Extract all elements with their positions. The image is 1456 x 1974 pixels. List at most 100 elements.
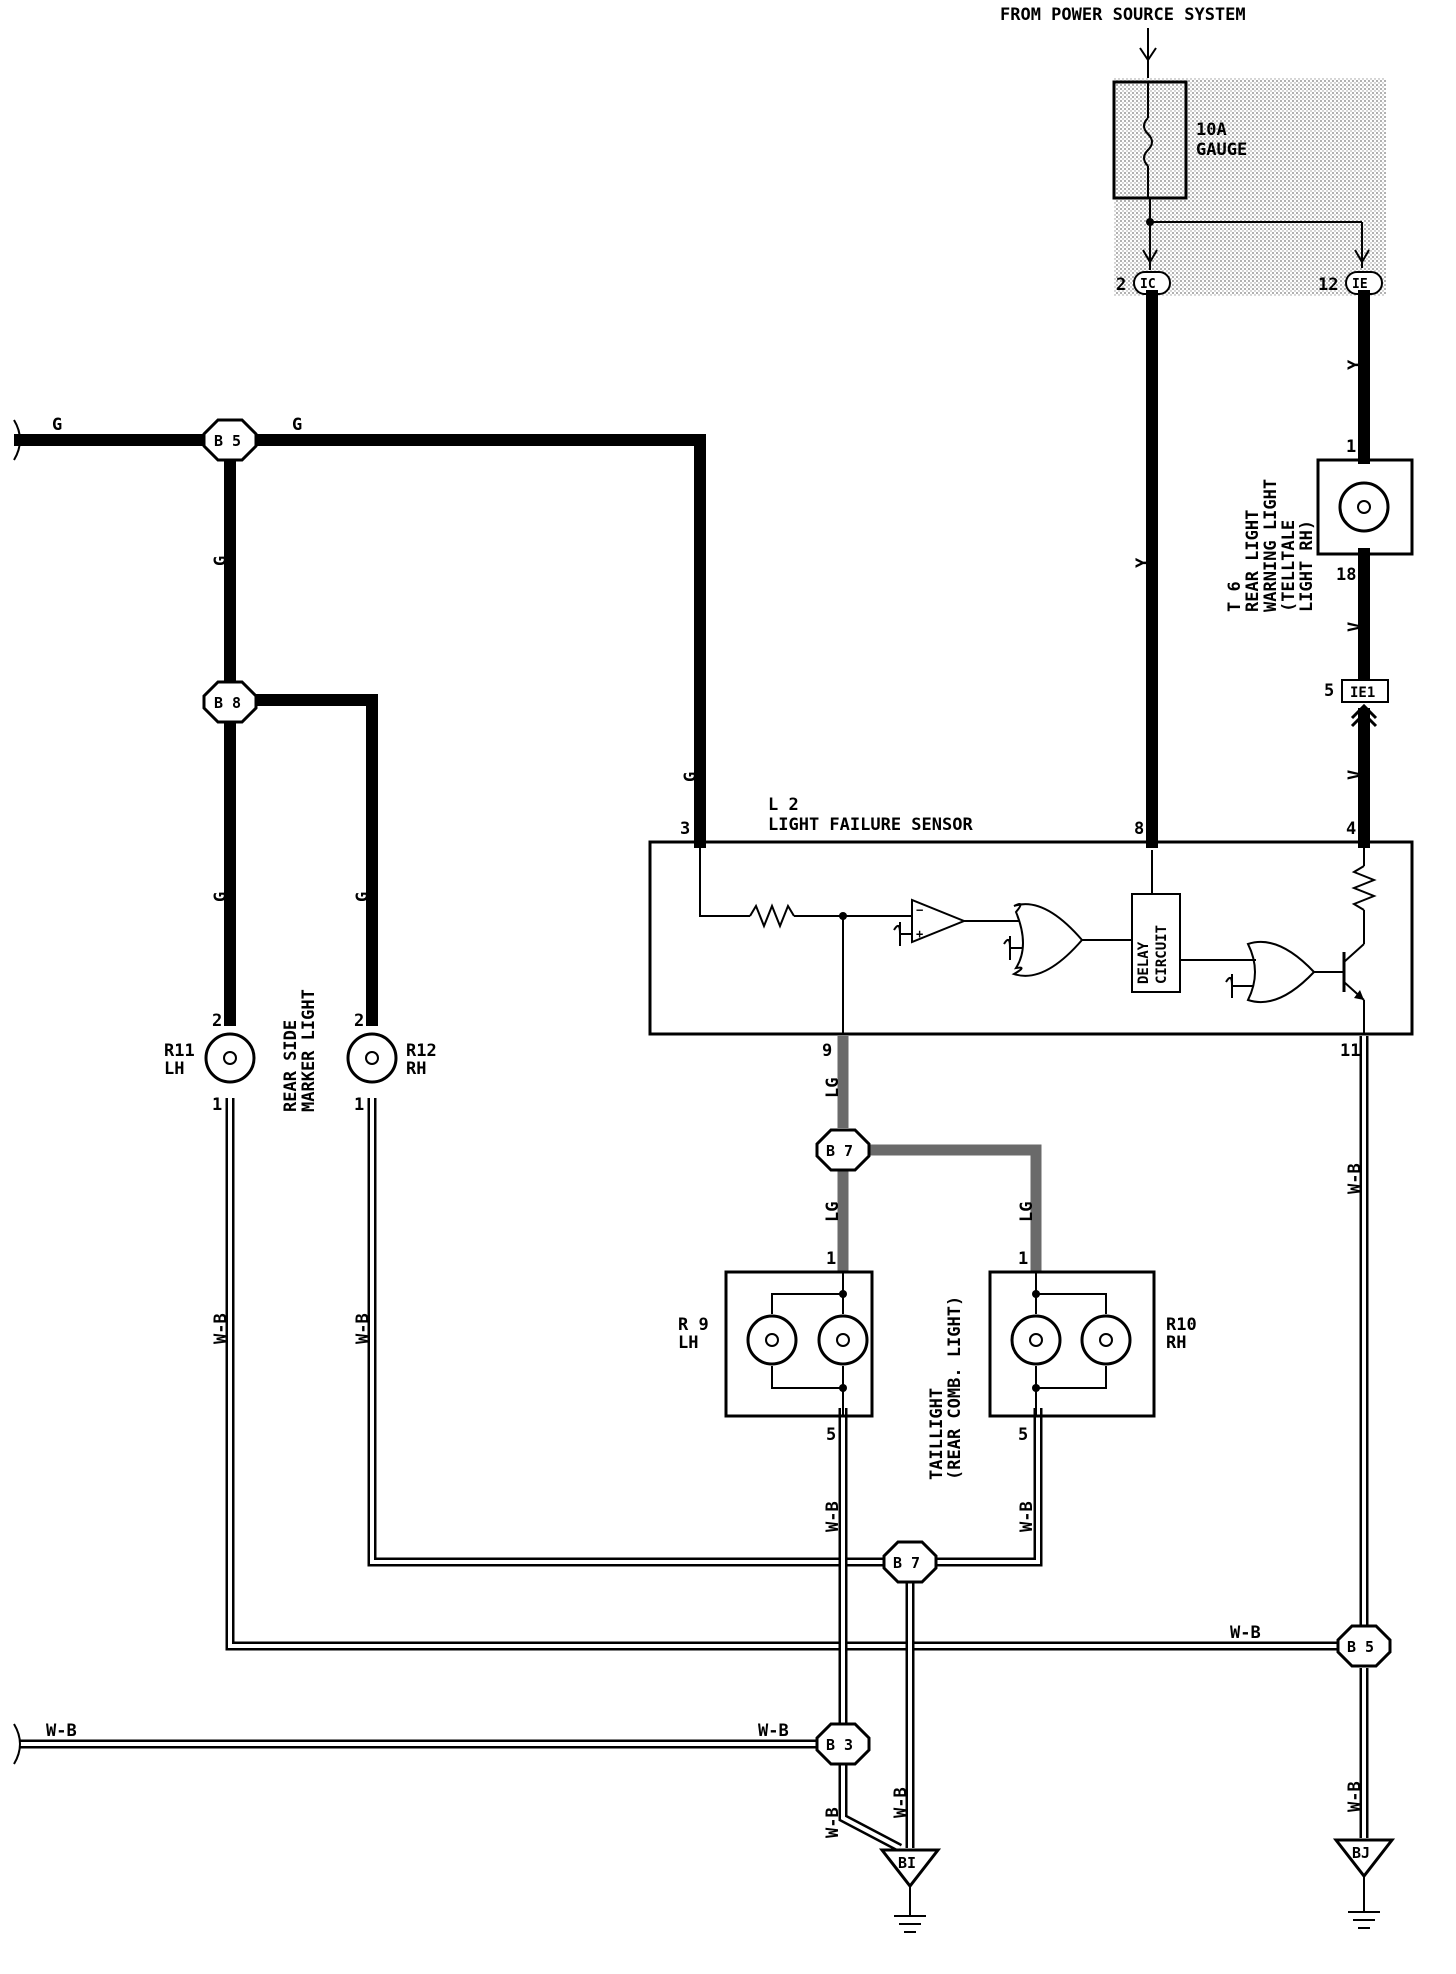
r11-pin-bottom: 1 [212,1095,222,1115]
fuse-icon [1143,82,1153,198]
t6-pin-bottom: 18 [1336,565,1356,585]
wire-label-wb-10: W-B [891,1787,911,1818]
r10-pin-top: 1 [1018,1249,1028,1269]
svg-text:B 5: B 5 [1347,1638,1374,1656]
wire-continuation-icon-2 [13,1723,21,1765]
wire-label-g-3: G [211,556,231,566]
wire-label-wb-5: W-B [1345,1163,1365,1194]
svg-text:B 5: B 5 [214,432,241,450]
l2-pin11: 11 [1340,1041,1360,1061]
r11-pin-top: 2 [212,1011,222,1031]
wire-labels: G G G G G G Y Y V V LG LG LG W-B W-B W-B… [46,359,1365,1838]
t6-pin-top: 1 [1346,437,1356,457]
wire-label-y-1: Y [1133,557,1153,568]
wire-label-y-2: Y [1345,359,1365,370]
wire-label-g-5: G [353,892,373,902]
svg-text:B 7: B 7 [826,1142,853,1160]
r9-pin-bottom: 5 [826,1425,836,1445]
ground-bi-icon: BI [878,1848,942,1933]
connector-ic-left: IC 2 [1116,271,1171,295]
svg-text:2: 2 [1116,275,1126,295]
svg-text:(TELLTALE: (TELLTALE [1279,520,1299,612]
wire-continuation-icon [13,419,21,461]
junction-b5-lower: B 5 [1336,1624,1392,1668]
light-failure-sensor-box [648,840,1414,1036]
wire-label-wb-1: W-B [211,1313,231,1344]
l2-pin8: 8 [1134,819,1144,839]
svg-text:REAR SIDE: REAR SIDE [281,1020,301,1112]
svg-text:−: − [916,903,923,917]
wire-label-g-2: G [292,415,302,435]
r10-pin-bottom: 5 [1018,1425,1028,1445]
wb-wires [20,1036,1369,1852]
connector-ie-right: IE 12 [1318,271,1383,295]
power-source-label: FROM POWER SOURCE SYSTEM [1000,5,1246,25]
marker-label: REAR SIDE MARKER LIGHT [281,989,319,1112]
r10-side: RH [1166,1333,1186,1353]
taillight-r9 [724,1270,874,1418]
delay-circuit-label: DELAY CIRCUIT [1136,925,1170,984]
wire-label-g-1: G [52,415,62,435]
wire-label-wb-11: W-B [1345,1781,1365,1812]
junction-b5-top: B 5 [202,418,258,462]
l2-id: L 2 [768,795,799,815]
wire-label-g-6: G [681,772,701,782]
wire-label-wb-7: W-B [46,1721,77,1741]
svg-text:B 7: B 7 [893,1554,920,1572]
svg-text:BI: BI [898,1854,916,1872]
ie1-pin: 5 [1324,681,1334,701]
power-arrow-icon [1139,28,1157,82]
wire-label-g-4: G [211,892,231,902]
svg-text:12: 12 [1318,275,1338,295]
svg-text:MARKER LIGHT: MARKER LIGHT [299,989,319,1112]
l2-name: LIGHT FAILURE SENSOR [768,815,973,835]
svg-text:IE1: IE1 [1350,685,1375,701]
wire-label-v-2: V [1345,770,1365,780]
marker-light-r12 [346,1032,398,1084]
t6-label: T 6 REAR LIGHT WARNING LIGHT (TELLTALE L… [1225,479,1317,612]
r12-pin-top: 2 [354,1011,364,1031]
svg-text:IC: IC [1140,277,1156,292]
ground-bj-icon: BJ [1332,1838,1396,1929]
junction-b3: B 3 [815,1722,871,1766]
wire-label-wb-3: W-B [823,1501,843,1532]
fuse-rating: 10A [1196,120,1227,140]
warning-light-t6 [1316,458,1414,556]
junction-b8: B 8 [202,680,258,724]
junction-block-shading [1114,78,1386,296]
r11-side: LH [164,1059,184,1079]
svg-text:B 8: B 8 [214,694,241,712]
taillight-r10 [988,1270,1156,1418]
sensor-internal-circuit: − + [699,842,1377,1034]
wire-label-lg-1: LG [823,1078,843,1098]
l2-pin3: 3 [680,819,690,839]
wire-label-wb-6: W-B [1230,1623,1261,1643]
svg-text:TAILLIGHT: TAILLIGHT [927,1388,947,1480]
svg-text:+: + [916,927,923,941]
wire-label-lg-3: LG [1017,1202,1037,1222]
wire-label-lg-2: LG [823,1202,843,1222]
fuse-name: GAUGE [1196,140,1247,160]
wire-label-wb-9: W-B [823,1807,843,1838]
svg-text:DELAY: DELAY [1136,941,1152,984]
svg-text:BJ: BJ [1352,1844,1370,1862]
r9-id: R 9 [678,1315,709,1335]
junction-b7-upper: B 7 [815,1128,871,1172]
r10-id: R10 [1166,1315,1197,1335]
junction-b7-lower: B 7 [882,1540,938,1584]
wire-label-wb-8: W-B [758,1721,789,1741]
svg-text:B 3: B 3 [826,1736,853,1754]
r12-pin-bottom: 1 [354,1095,364,1115]
l2-pin4: 4 [1346,819,1356,839]
svg-text:REAR LIGHT: REAR LIGHT [1243,510,1263,612]
r9-side: LH [678,1333,698,1353]
marker-light-r11 [204,1032,256,1084]
svg-text:IE: IE [1352,277,1368,292]
l2-pin9: 9 [822,1041,832,1061]
r9-pin-top: 1 [826,1249,836,1269]
r11-id: R11 [164,1041,195,1061]
svg-text:(REAR COMB. LIGHT): (REAR COMB. LIGHT) [945,1296,965,1480]
wire-label-v-1: V [1345,622,1365,632]
r12-id: R12 [406,1041,437,1061]
wire-label-wb-2: W-B [353,1313,373,1344]
